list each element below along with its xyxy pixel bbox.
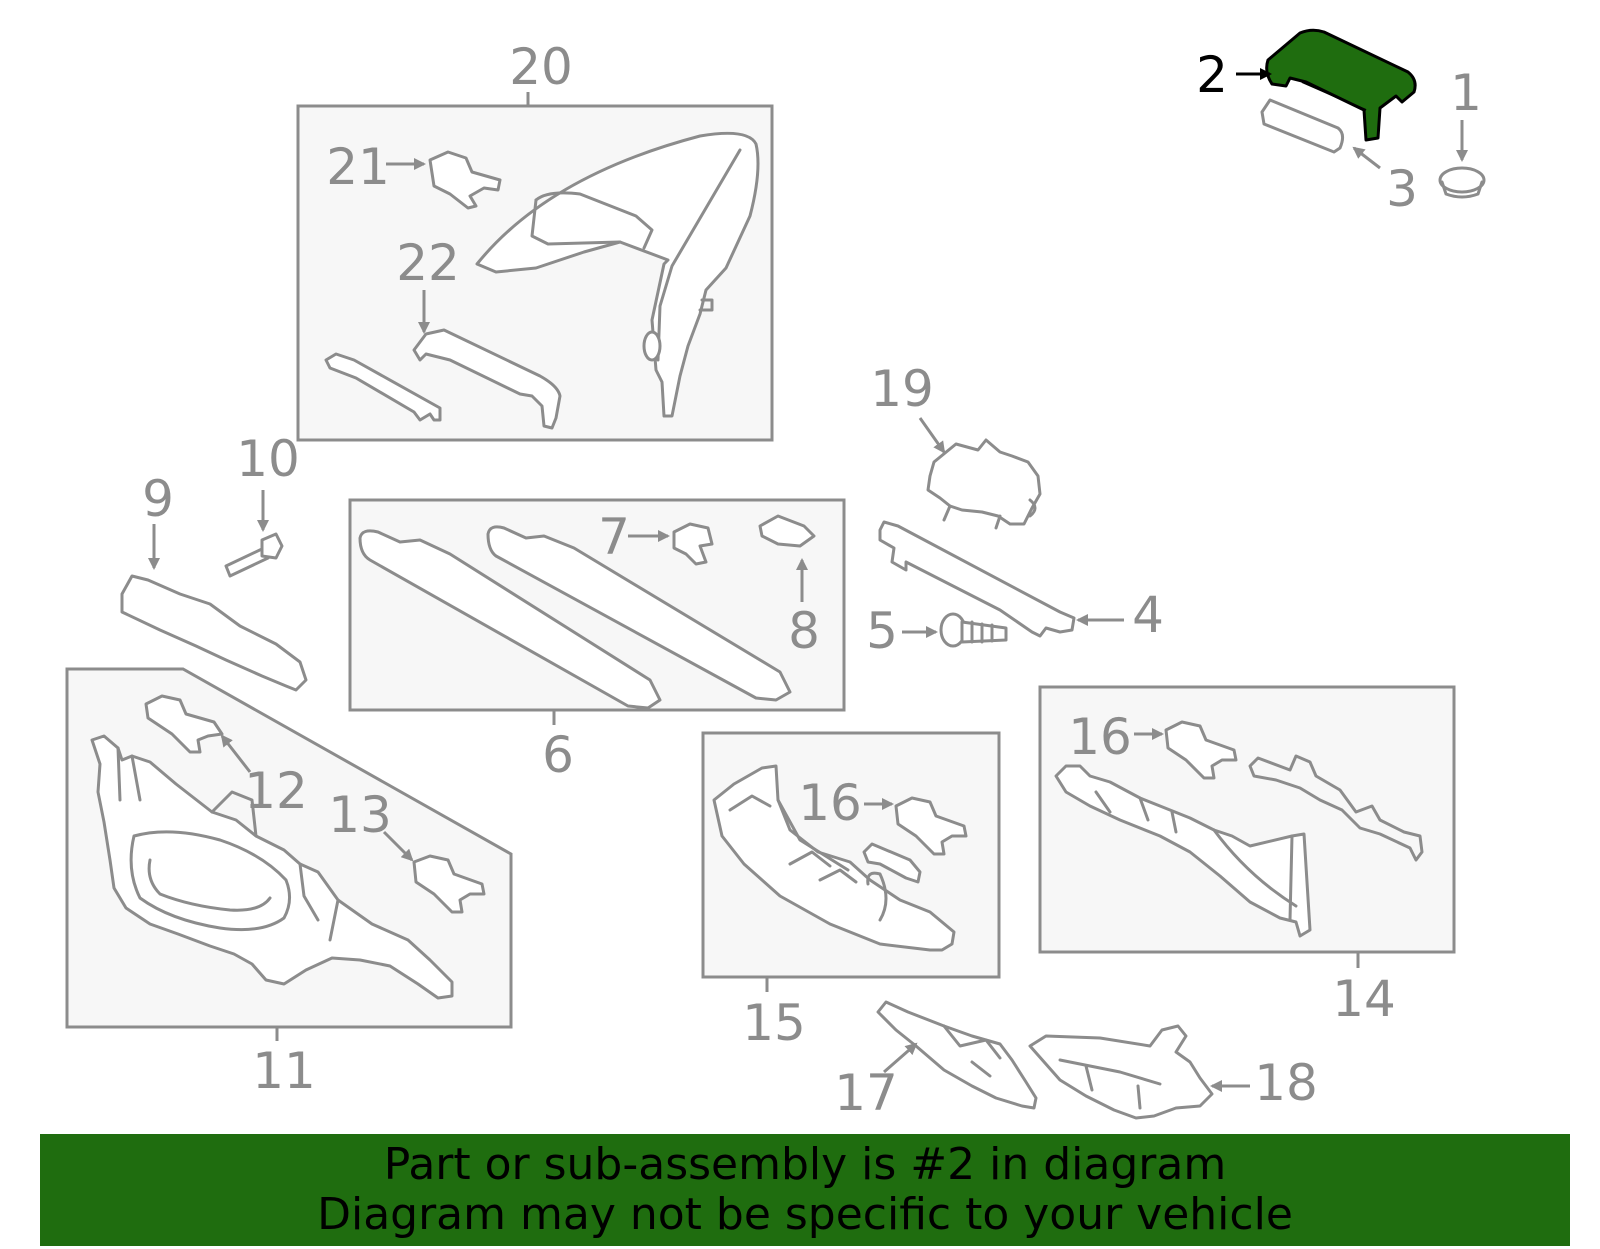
arrow-17: [883, 1042, 918, 1074]
part-5-shape: [939, 612, 1008, 648]
arrow-3: [1352, 146, 1381, 170]
part-8-shape: [758, 514, 816, 548]
part-21-shape: [428, 150, 502, 210]
part-10-shape: [224, 532, 284, 578]
part-17-shape: [876, 1000, 1038, 1110]
info-banner: Part or sub-assembly is #2 in diagram Di…: [40, 1134, 1570, 1246]
callout-18: 18: [1254, 1054, 1318, 1112]
callout-3: 3: [1386, 160, 1418, 218]
part-16-shape-a: [1164, 720, 1238, 780]
part-9-shape: [120, 574, 308, 692]
callout-9: 9: [142, 470, 174, 528]
callout-11: 11: [252, 1042, 316, 1100]
part-20-shape: [475, 131, 760, 418]
part-14-bracket-shape: [1248, 754, 1424, 862]
arrow-19: [918, 417, 946, 454]
callout-4: 4: [1132, 586, 1164, 644]
callout-16b: 16: [798, 774, 862, 832]
callout-7: 7: [598, 508, 630, 566]
part-14-shape: [1054, 764, 1312, 938]
callout-16a: 16: [1068, 708, 1132, 766]
part-6-shape: [358, 525, 792, 710]
part-4-shape: [878, 520, 1076, 638]
arrow-13: [382, 830, 414, 862]
bracket-shape: [324, 352, 442, 422]
part-19-shape: [926, 438, 1042, 530]
part-11-shape: [90, 734, 454, 1000]
callout-2[interactable]: 2: [1196, 46, 1228, 104]
callout-6: 6: [542, 726, 574, 784]
callout-8: 8: [788, 602, 820, 660]
banner-line-2: Diagram may not be specific to your vehi…: [317, 1189, 1293, 1240]
callout-21: 21: [326, 138, 390, 196]
arrow-12: [220, 734, 252, 773]
callout-22: 22: [396, 234, 460, 292]
callout-20: 20: [509, 38, 573, 96]
part-13-shape: [412, 854, 486, 914]
part-22-shape: [412, 328, 562, 430]
part-16-shape-b: [894, 796, 968, 856]
part-15-shape: [712, 764, 956, 952]
callout-10: 10: [236, 430, 300, 488]
part-7-shape: [672, 522, 714, 566]
part-1-shape: [1438, 166, 1486, 199]
callout-17: 17: [834, 1064, 898, 1122]
part-18-shape: [1028, 1024, 1214, 1120]
callout-19: 19: [870, 360, 934, 418]
part-3-shape: [1260, 98, 1345, 154]
part-12-shape: [144, 694, 224, 754]
banner-line-1: Part or sub-assembly is #2 in diagram: [383, 1139, 1227, 1190]
callout-13: 13: [328, 786, 392, 844]
callout-15: 15: [742, 994, 806, 1052]
callout-12: 12: [244, 762, 308, 820]
callout-14: 14: [1332, 970, 1396, 1028]
callout-5: 5: [866, 602, 898, 660]
callout-1: 1: [1450, 64, 1482, 122]
group-box-14: [1038, 685, 1456, 954]
clip-shape: [862, 842, 922, 884]
